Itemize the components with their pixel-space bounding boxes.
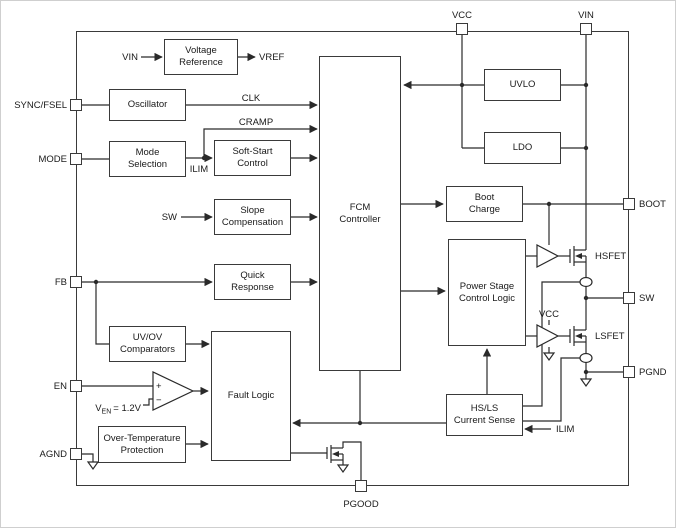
- pin-label-agnd: AGND: [40, 449, 68, 460]
- block-boot-charge: Boot Charge: [446, 186, 523, 222]
- pin-label-boot: BOOT: [639, 199, 666, 210]
- vcc-driver-label: VCC: [539, 309, 559, 320]
- block-over-temperature-protection: Over-Temperature Protection: [98, 426, 186, 463]
- pin-label-en: EN: [54, 381, 67, 392]
- agnd-ground-icon: [86, 461, 100, 471]
- pin-label-fb: FB: [55, 277, 67, 288]
- block-uv-ov-comparators: UV/OV Comparators: [109, 326, 186, 362]
- block-fcm-controller: FCM Controller: [319, 56, 401, 371]
- ls-current-sense-element: [579, 352, 593, 364]
- en-comparator: + −: [152, 371, 195, 411]
- pin-label-pgnd: PGND: [639, 367, 667, 378]
- pin-fb: [70, 276, 82, 288]
- comparator-minus-label: −: [156, 395, 162, 406]
- pin-mode: [70, 153, 82, 165]
- block-ldo: LDO: [484, 132, 561, 164]
- block-uvlo: UVLO: [484, 69, 561, 101]
- pin-vin: [580, 23, 592, 35]
- block-voltage-reference: Voltage Reference: [164, 39, 238, 75]
- chip-boundary: [76, 31, 629, 486]
- pin-sw: [623, 292, 635, 304]
- block-fault-logic: Fault Logic: [211, 331, 291, 461]
- hs-gate-driver: [536, 244, 560, 268]
- pin-sync-fsel: [70, 99, 82, 111]
- hs-current-sense-element: [579, 276, 593, 288]
- wires: [82, 35, 623, 480]
- block-soft-start-control: Soft-Start Control: [214, 140, 291, 176]
- block-oscillator: Oscillator: [109, 89, 186, 121]
- hsfet-label: HSFET: [595, 251, 626, 262]
- lsfet-symbol: [569, 326, 587, 346]
- ilim-cs-label: ILIM: [556, 424, 575, 435]
- block-slope-compensation: Slope Compensation: [214, 199, 291, 235]
- pgood-ground-icon: [336, 464, 350, 474]
- pin-label-vin: VIN: [578, 10, 594, 21]
- ls-gate-driver: [536, 324, 560, 348]
- pgnd-ground-icon: [579, 378, 593, 388]
- block-power-stage-control-logic: Power Stage Control Logic: [448, 239, 526, 346]
- pgood-fet-symbol: [326, 445, 344, 463]
- ilim-signal-label: ILIM: [190, 164, 209, 175]
- block-quick-response: Quick Response: [214, 264, 291, 300]
- pin-label-vcc: VCC: [452, 10, 472, 21]
- cramp-signal-label: CRAMP: [239, 117, 273, 128]
- sw-signal-label: SW: [162, 212, 177, 223]
- comparator-plus-label: +: [156, 381, 162, 392]
- ls-driver-ground-icon: [542, 352, 556, 362]
- pin-label-mode: MODE: [39, 154, 68, 165]
- pin-agnd: [70, 448, 82, 460]
- vin-signal-label: VIN: [122, 52, 138, 63]
- pin-boot: [623, 198, 635, 210]
- pin-pgood: [355, 480, 367, 492]
- pin-label-pgood: PGOOD: [343, 499, 379, 510]
- pin-label-sync-fsel: SYNC/FSEL: [14, 100, 67, 111]
- vref-signal-label: VREF: [259, 52, 285, 63]
- hsfet-symbol: [569, 246, 587, 266]
- block-mode-selection: Mode Selection: [109, 141, 186, 177]
- pin-label-sw: SW: [639, 293, 654, 304]
- pin-vcc: [456, 23, 468, 35]
- block-hs-ls-current-sense: HS/LS Current Sense: [446, 394, 523, 436]
- ven-threshold-label: VEN= 1.2V: [95, 403, 141, 416]
- lsfet-label: LSFET: [595, 331, 625, 342]
- junction-dots: [93, 82, 589, 426]
- pin-pgnd: [623, 366, 635, 378]
- ground-symbols: [86, 352, 593, 474]
- pin-en: [70, 380, 82, 392]
- clk-signal-label: CLK: [242, 93, 261, 104]
